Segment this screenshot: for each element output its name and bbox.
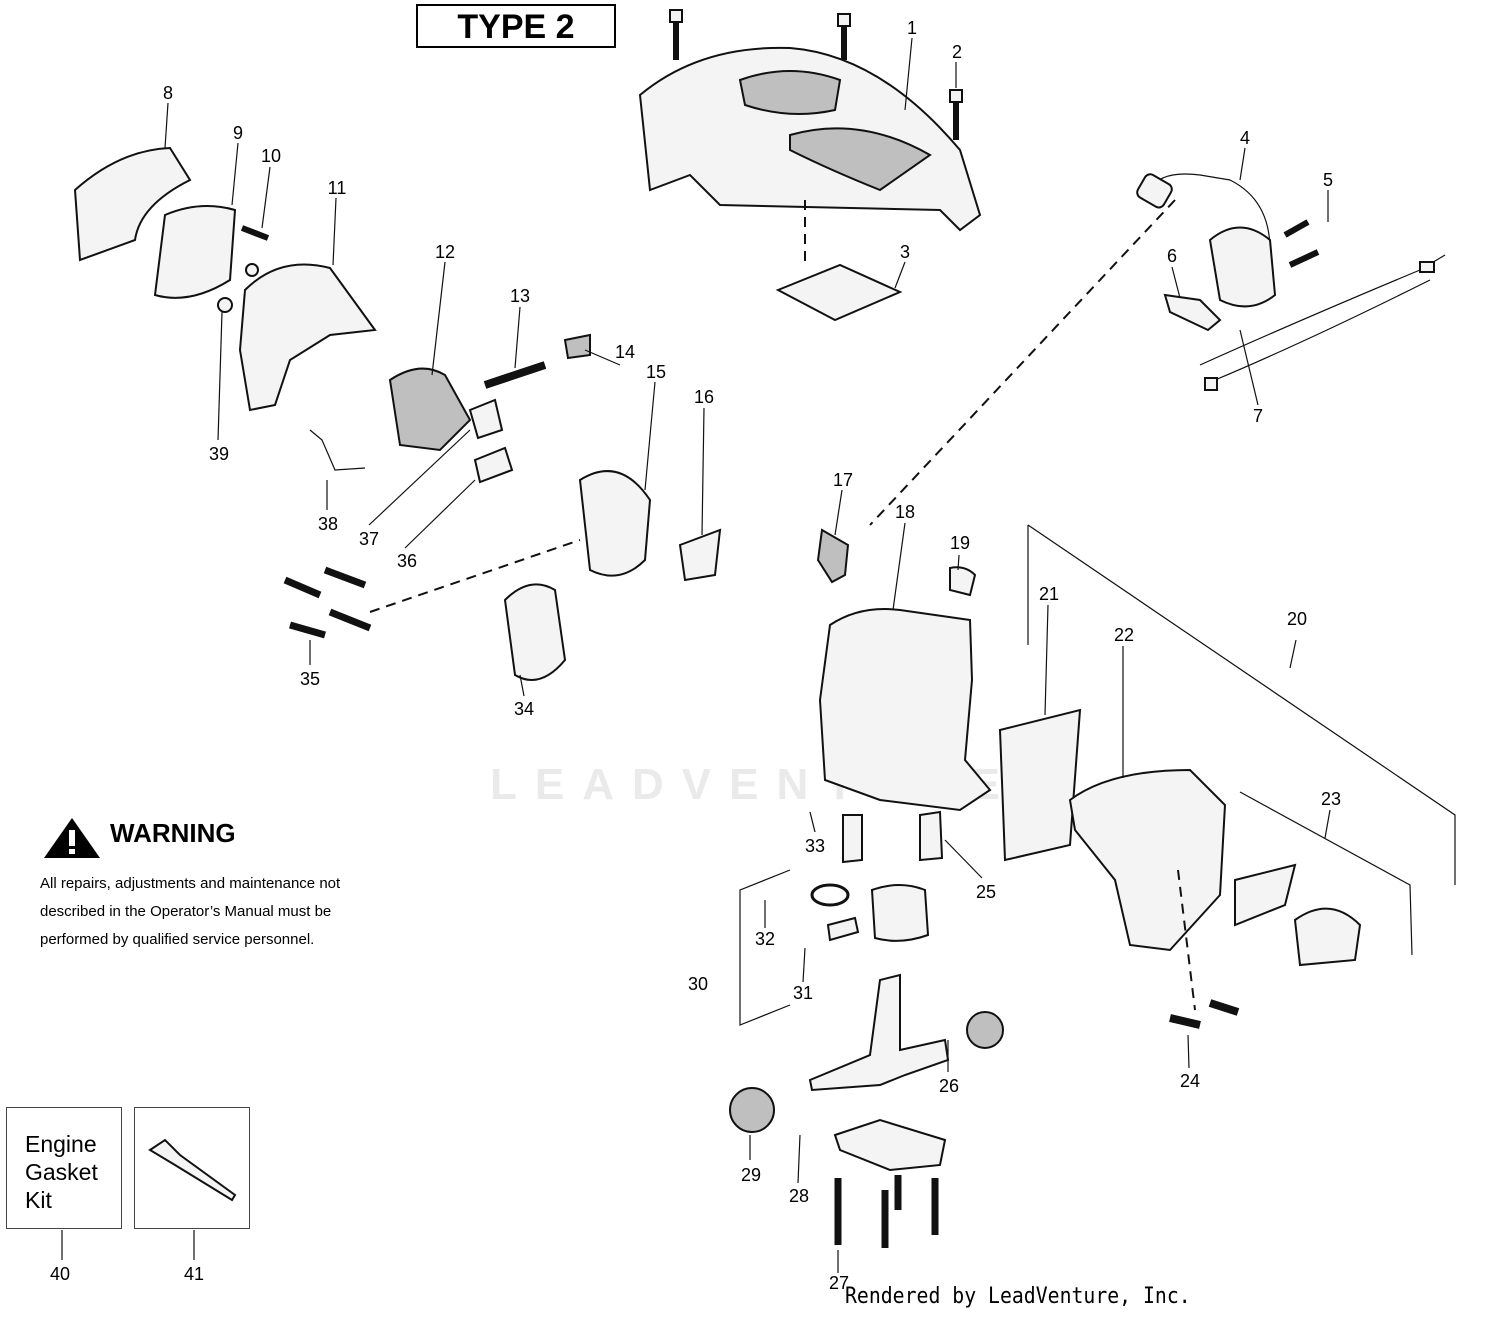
callout-40: 40 — [50, 1264, 70, 1284]
part-21-gasket — [998, 708, 1082, 862]
engine-gasket-kit-box: Engine Gasket Kit — [6, 1107, 122, 1229]
part-8-air-filter-cover — [73, 146, 192, 262]
part-piston — [870, 884, 930, 942]
callout-26: 26 — [939, 1076, 959, 1096]
callout-18: 18 — [895, 502, 915, 522]
callout-22: 22 — [1114, 625, 1134, 645]
callout-41: 41 — [184, 1264, 204, 1284]
callout-7: 7 — [1253, 406, 1263, 426]
part-18-cylinder — [818, 608, 992, 812]
part-19-clip — [949, 566, 977, 597]
part-20-bracket-line — [1027, 524, 1456, 885]
callout-2: 2 — [952, 42, 962, 62]
callout-6: 6 — [1167, 246, 1177, 266]
part-12-carburetor — [388, 367, 472, 452]
part-27-bolts — [834, 1175, 939, 1248]
callout-21: 21 — [1039, 584, 1059, 604]
part-17-spark-plug — [816, 528, 850, 584]
callout-17: 17 — [833, 470, 853, 490]
callout-5: 5 — [1323, 170, 1333, 190]
callout-9: 9 — [233, 123, 243, 143]
callout-8: 8 — [163, 83, 173, 103]
part-38-wire-clip — [309, 429, 366, 471]
part-5-screws — [1283, 219, 1320, 268]
kit-label: Engine Gasket Kit — [25, 1131, 98, 1213]
callout-39: 39 — [209, 444, 229, 464]
callout-38: 38 — [318, 514, 338, 534]
callout-1: 1 — [907, 18, 917, 38]
callout-29: 29 — [741, 1165, 761, 1185]
callout-14: 14 — [615, 342, 635, 362]
leader-lines — [61, 37, 1331, 1273]
callout-4: 4 — [1240, 128, 1250, 148]
footer-credit: Rendered by LeadVenture, Inc. — [845, 1284, 1191, 1309]
part-2-screws — [669, 9, 963, 140]
part-7-wire-harness — [1199, 254, 1446, 391]
callout-12: 12 — [435, 242, 455, 262]
part-25-gasket — [919, 810, 944, 862]
part-30-bracket-line — [739, 869, 791, 1026]
part-26-crankshaft — [808, 973, 950, 1092]
part-26-bearing — [966, 1011, 1004, 1049]
callout-24: 24 — [1180, 1071, 1200, 1091]
warning-heading-text: WARNING — [110, 818, 236, 848]
callout-15: 15 — [646, 362, 666, 382]
callout-11: 11 — [328, 178, 347, 198]
callout-13: 13 — [510, 286, 530, 306]
part-23-screen — [1234, 863, 1297, 927]
part-36-gasket — [473, 446, 514, 484]
part-13-rod — [483, 361, 547, 389]
callout-25: 25 — [976, 882, 996, 902]
callout-23: 23 — [1321, 789, 1341, 809]
callout-30: 30 — [688, 974, 708, 994]
tool-box — [134, 1107, 250, 1229]
callout-33: 33 — [805, 836, 825, 856]
callout-31: 31 — [793, 983, 813, 1003]
part-29-seal — [729, 1087, 775, 1133]
callout-27: 27 — [829, 1273, 849, 1293]
part-15-intake-plate — [578, 470, 652, 577]
callout-10: 10 — [261, 146, 281, 166]
part-28-crankcase — [833, 1118, 947, 1172]
part-4-ignition-module — [1136, 173, 1277, 308]
callout-16: 16 — [694, 387, 714, 407]
part-pin — [826, 916, 860, 942]
warning-heading: WARNING — [42, 818, 236, 849]
callout-28: 28 — [789, 1186, 809, 1206]
callout-34: 34 — [514, 699, 534, 719]
callout-20: 20 — [1287, 609, 1307, 629]
part-41-tool — [148, 1138, 237, 1202]
callout-3: 3 — [900, 242, 910, 262]
part-16-gasket — [678, 528, 722, 582]
part-6-bracket — [1163, 293, 1222, 332]
part-9-air-filter — [153, 205, 237, 299]
part-32-ring — [810, 883, 850, 907]
warning-text: All repairs, adjustments and maintenance… — [40, 875, 341, 948]
part-39-nuts — [217, 263, 259, 313]
type-title-box: TYPE 2 — [416, 4, 616, 48]
callout-labels: 1 2 3 4 5 6 7 8 9 10 11 12 13 14 15 16 1… — [50, 18, 1341, 1293]
part-23-cover — [1293, 907, 1362, 967]
part-24-bolts — [1169, 999, 1240, 1029]
callout-37: 37 — [359, 529, 379, 549]
callout-36: 36 — [397, 551, 417, 571]
part-1-top-cover — [638, 46, 982, 232]
part-10-screw — [240, 225, 270, 241]
part-35-bolts — [283, 566, 372, 639]
warning-triangle-icon — [44, 818, 100, 858]
part-37-sleeve — [468, 398, 504, 440]
callout-35: 35 — [300, 669, 320, 689]
callout-19: 19 — [950, 533, 970, 553]
callout-32: 32 — [755, 929, 775, 949]
part-14-primer — [563, 333, 591, 360]
part-33-gasket — [842, 814, 863, 864]
part-3-foam-pad — [775, 263, 903, 322]
part-34-boot — [503, 583, 567, 681]
part-11-filter-base — [238, 263, 377, 412]
part-22-muffler — [1068, 768, 1227, 952]
